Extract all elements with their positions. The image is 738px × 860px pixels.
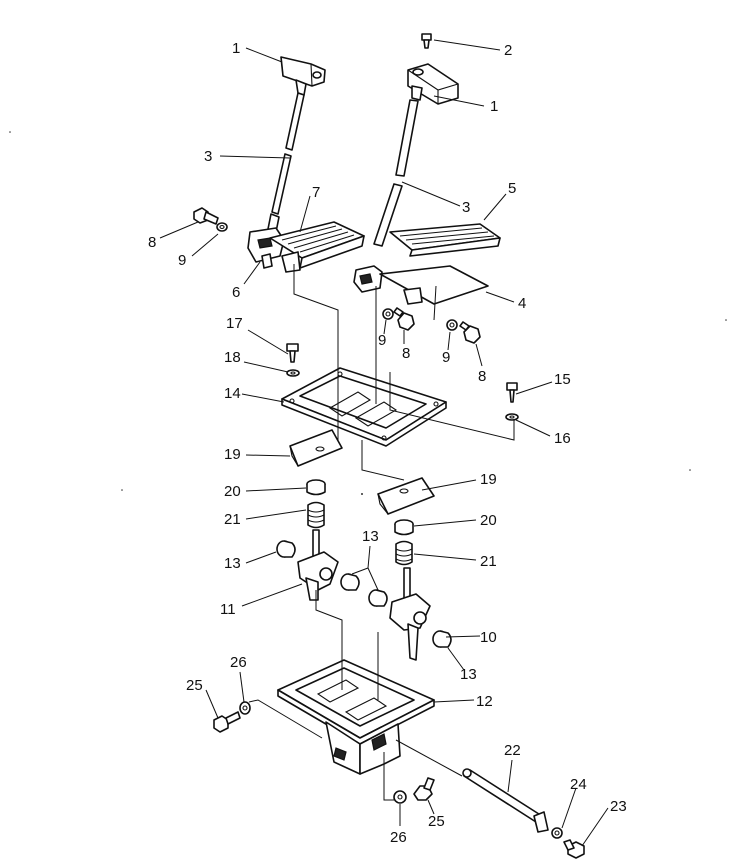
- pin-22: [462, 768, 549, 833]
- callout-8-mid: 8: [402, 345, 410, 362]
- callout-20-right: 20: [480, 512, 497, 529]
- washer-26-left: [239, 701, 251, 715]
- bolt-25-left: [213, 711, 241, 733]
- callout-1-left: 1: [232, 40, 240, 57]
- callout-18: 18: [224, 349, 241, 366]
- callout-19-left: 19: [224, 446, 241, 463]
- callout-10: 10: [480, 629, 497, 646]
- callout-15: 15: [554, 371, 571, 388]
- callout-9-left: 9: [178, 252, 186, 269]
- bushing-13-a: [276, 540, 296, 558]
- callout-6: 6: [232, 284, 240, 301]
- callout-12: 12: [476, 693, 493, 710]
- bolt-23: [563, 839, 585, 859]
- callout-13-top: 13: [362, 528, 379, 545]
- bolt-8-left: [193, 207, 219, 225]
- callout-20-left: 20: [224, 483, 241, 500]
- washer-9-right: [446, 319, 458, 331]
- callout-11: 11: [220, 601, 236, 618]
- callout-9-right: 9: [442, 349, 450, 366]
- callout-24: 24: [570, 776, 587, 793]
- callout-13-left: 13: [224, 555, 241, 572]
- bolt-15: [506, 382, 518, 403]
- right-lever-rod: [373, 99, 419, 247]
- left-pedal-plate: [269, 221, 365, 273]
- callout-9-mid: 9: [378, 332, 386, 349]
- callout-4: 4: [518, 295, 526, 312]
- shaft-11: [297, 529, 339, 601]
- callout-7: 7: [312, 184, 320, 201]
- callout-22: 22: [504, 742, 521, 759]
- callout-3-right: 3: [462, 199, 470, 216]
- callout-2: 2: [504, 42, 512, 59]
- upper-plate: [281, 367, 447, 447]
- right-lever-screw: [421, 33, 432, 49]
- washer-18: [286, 369, 300, 377]
- callout-8-right: 8: [478, 368, 486, 385]
- callout-13-right: 13: [460, 666, 477, 683]
- spring-21-left: [307, 501, 325, 529]
- callout-26-left: 26: [230, 654, 247, 671]
- right-pedal-plate-lower: [379, 265, 489, 305]
- callout-5: 5: [508, 180, 516, 197]
- right-lever-base: [353, 265, 383, 293]
- callout-3-left: 3: [204, 148, 212, 165]
- shoe-19-left: [289, 429, 343, 467]
- callout-17: 17: [226, 315, 243, 332]
- callout-19-right: 19: [480, 471, 497, 488]
- callout-14: 14: [224, 385, 241, 402]
- callout-16: 16: [554, 430, 571, 447]
- callout-23: 23: [610, 798, 627, 815]
- alignment-lines: [248, 264, 515, 801]
- bolt-8-right: [459, 321, 481, 344]
- washer-16: [505, 413, 519, 421]
- washer-26-bottom: [393, 790, 407, 804]
- callout-labels: 1 2 1 3 3 5 7 8 9 6 4 9 8 9 8 17 18 14 1…: [148, 40, 627, 846]
- spring-21-right: [395, 540, 413, 566]
- callout-25-bottom: 25: [428, 813, 445, 830]
- bolt-25-bottom: [413, 777, 435, 801]
- cap-20-left: [306, 479, 326, 496]
- bushing-13-c: [368, 589, 388, 607]
- callout-8-left: 8: [148, 234, 156, 251]
- left-lever-knob: [280, 56, 326, 96]
- callout-21-right: 21: [480, 553, 497, 570]
- washer-9-mid: [382, 308, 394, 320]
- shoe-19-right: [377, 477, 435, 515]
- right-lever-knob: [407, 63, 459, 105]
- right-pedal-plate-upper: [389, 223, 501, 257]
- shaft-10: [389, 567, 431, 661]
- left-lever-base: [247, 227, 285, 269]
- bolt-8-mid: [393, 307, 415, 331]
- callout-26-bottom: 26: [390, 829, 407, 846]
- leader-lines: [159, 39, 609, 847]
- callout-1-right: 1: [490, 98, 498, 115]
- lower-bracket: [277, 659, 435, 775]
- cap-20-right: [394, 519, 414, 536]
- washer-9-left: [216, 222, 228, 232]
- washer-24: [551, 827, 563, 839]
- bushing-13-d: [432, 630, 452, 648]
- scan-specks: [9, 131, 727, 495]
- callout-25-left: 25: [186, 677, 203, 694]
- left-lever-rod: [267, 92, 305, 233]
- callout-21-left: 21: [224, 511, 241, 528]
- bushing-13-b: [340, 573, 360, 591]
- bolt-17: [286, 343, 299, 363]
